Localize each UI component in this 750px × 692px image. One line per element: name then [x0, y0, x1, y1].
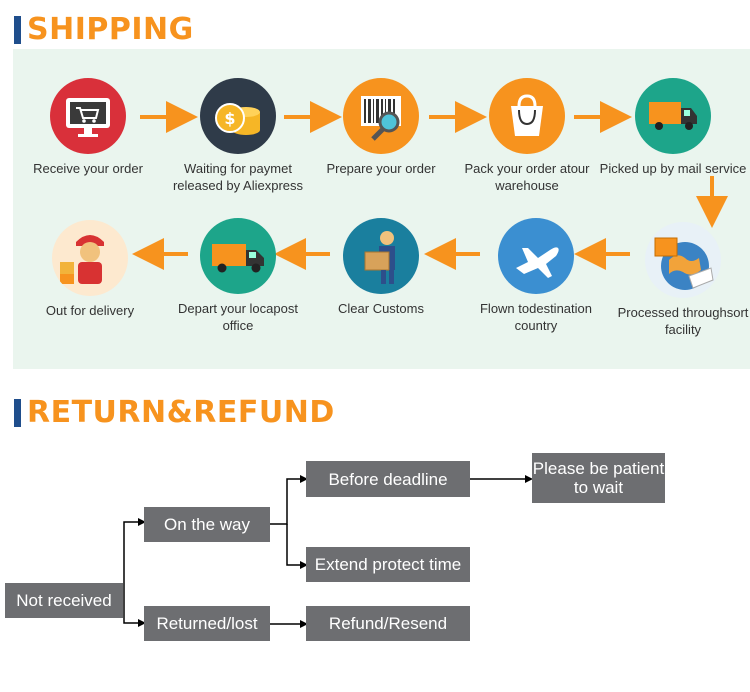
- globe-parcel-icon: [645, 222, 721, 298]
- cart-monitor-icon: [50, 78, 126, 154]
- node-please-be-patient: Please be patient to wait: [532, 453, 665, 503]
- step-label: Clear Customs: [338, 301, 424, 316]
- step-label: Flown todestination country: [479, 301, 592, 333]
- node-refund-resend: Refund/Resend: [306, 606, 470, 641]
- step-label: Pack your order atour warehouse: [464, 161, 590, 193]
- node-on-the-way: On the way: [144, 507, 270, 542]
- step-processed: Processed throughsort facility: [608, 222, 750, 338]
- shipping-header: SHIPPING: [14, 12, 194, 47]
- refund-title: RETURN&REFUND: [27, 395, 335, 430]
- node-returned-lost: Returned/lost: [144, 606, 270, 641]
- node-before-deadline: Before deadline: [306, 461, 470, 497]
- step-label: Processed throughsort facility: [617, 305, 749, 337]
- truck-icon: [635, 78, 711, 154]
- section-marker: [14, 15, 21, 44]
- barcode-scan-icon: [343, 78, 419, 154]
- step-label: Prepare your order: [326, 161, 436, 176]
- section-marker: [14, 398, 21, 427]
- node-extend-protect-time: Extend protect time: [306, 547, 470, 582]
- shopping-bag-icon: [489, 78, 565, 154]
- step-picked-up: Picked up by mail service: [598, 78, 748, 177]
- node-not-received: Not received: [5, 583, 123, 618]
- step-pack-order: Pack your order atour warehouse: [452, 78, 602, 194]
- coins-icon: $: [200, 78, 276, 154]
- connector: [270, 475, 308, 525]
- refund-connectors: [123, 475, 533, 628]
- connector: [286, 524, 308, 569]
- step-label: Receive your order: [33, 161, 143, 176]
- step-label: Picked up by mail service: [599, 161, 747, 176]
- step-clear-customs: Clear Customs: [306, 218, 456, 317]
- svg-text:$: $: [224, 109, 235, 128]
- courier-icon: [52, 220, 128, 296]
- shipping-title: SHIPPING: [27, 12, 194, 47]
- delivery-truck-icon: [200, 218, 276, 294]
- connector: [123, 600, 146, 627]
- refund-header: RETURN&REFUND: [14, 395, 335, 430]
- step-flown: Flown todestination country: [461, 218, 611, 334]
- step-waiting-payment: $ Waiting for paymet released by Aliexpr…: [163, 78, 313, 194]
- step-label: Out for delivery: [45, 303, 135, 318]
- step-label: Depart your locapost office: [178, 301, 298, 333]
- step-out-for-delivery: Out for delivery: [15, 220, 165, 319]
- connector: [123, 518, 146, 600]
- step-receive-order: Receive your order: [13, 78, 163, 177]
- step-prepare-order: Prepare your order: [306, 78, 456, 177]
- customs-worker-icon: [343, 218, 419, 294]
- step-depart-office: Depart your locapost office: [163, 218, 313, 334]
- airplane-icon: [498, 218, 574, 294]
- step-label: Waiting for paymet released by Aliexpres…: [172, 161, 304, 193]
